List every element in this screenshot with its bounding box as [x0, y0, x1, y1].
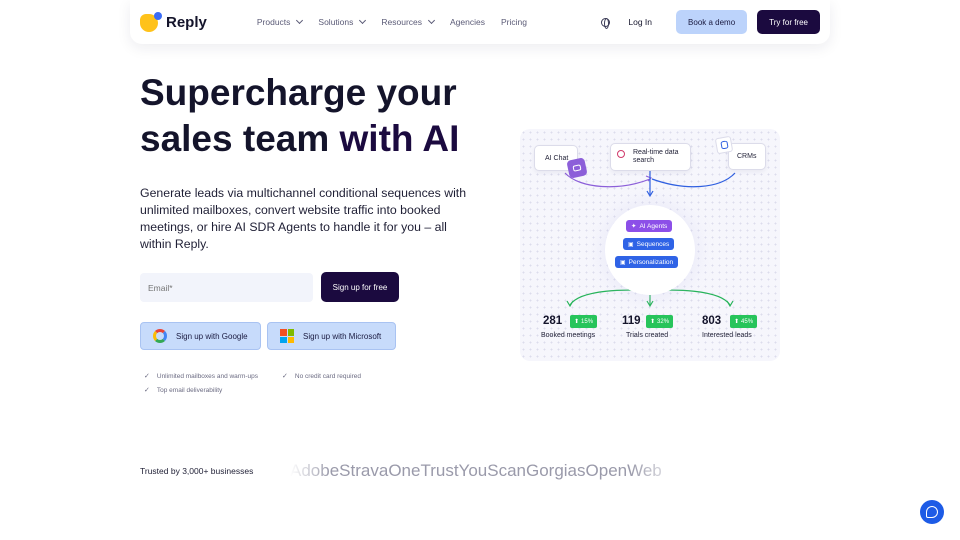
tag-label: Personalization	[628, 258, 674, 266]
reply-logo-icon	[140, 12, 162, 32]
signup-button[interactable]: Sign up for free	[321, 272, 399, 302]
nav-products[interactable]: Products	[256, 16, 304, 27]
user-icon: ▣	[620, 259, 626, 266]
microsoft-signup-button[interactable]: Sign up with Microsoft	[267, 322, 396, 350]
google-signup-label: Sign up with Google	[176, 331, 248, 341]
nav-resources-label: Resources	[381, 17, 423, 27]
email-input[interactable]	[140, 273, 313, 302]
try-free-button[interactable]: Try for free	[757, 10, 820, 34]
title-line-1: Supercharge your	[140, 72, 457, 113]
check-icon: ✓	[282, 373, 288, 380]
logo-one: One	[388, 461, 421, 480]
stat-value: 803	[702, 315, 722, 327]
stat-change-badge: ⬆15%	[570, 315, 598, 328]
google-icon	[153, 329, 167, 343]
check-icon: ✓	[144, 373, 150, 380]
logo-adobe: Adobe	[290, 461, 340, 480]
logo-strava: Strava	[339, 461, 389, 480]
hero-subtitle: Generate leads via multichannel conditio…	[140, 186, 467, 251]
lock-icon: ▣	[628, 241, 634, 248]
nav-solutions-label: Solutions	[318, 17, 354, 27]
source-label: CRMs	[737, 153, 757, 160]
title-line-2: sales team	[140, 118, 340, 159]
brand-name: Reply	[166, 13, 207, 31]
book-demo-button[interactable]: Book a demo	[676, 10, 748, 34]
login-link[interactable]: Log In	[628, 17, 653, 27]
stat-change: 45%	[741, 318, 754, 325]
chat-widget-button[interactable]	[920, 500, 944, 524]
stat-change: 15%	[581, 318, 594, 325]
tag-label: AI Agents	[639, 222, 668, 230]
globe-icon[interactable]	[601, 17, 611, 29]
sparkle-icon: ✦	[631, 223, 637, 230]
nav-resources[interactable]: Resources	[381, 16, 436, 27]
feature-item: ✓ No credit card required	[282, 372, 361, 381]
tag-personalization: ▣Personalization	[615, 256, 679, 268]
feature-label: Unlimited mailboxes and warm-ups	[156, 372, 259, 380]
feature-label: Top email deliverability	[156, 386, 223, 394]
arrow-up-icon: ⬆	[734, 319, 740, 325]
tag-sequences: ▣Sequences	[623, 238, 675, 250]
feature-item: ✓ Unlimited mailboxes and warm-ups	[144, 372, 259, 381]
feature-item: ✓ Top email deliverability	[144, 386, 223, 395]
stat-label: Interested leads	[702, 332, 752, 339]
logo-openweb: OpenWeb	[585, 461, 662, 480]
nav-pricing[interactable]: Pricing	[501, 17, 527, 27]
nav-pricing-label: Pricing	[500, 17, 527, 27]
logo-scan: Scan	[487, 461, 526, 480]
stat-change-badge: ⬆45%	[730, 315, 758, 328]
engine-circle	[605, 205, 695, 295]
tag-label: Sequences	[636, 240, 670, 248]
nav-solutions[interactable]: Solutions	[318, 16, 367, 27]
trusted-by-label: Trusted by 3,000+ businesses	[140, 466, 254, 476]
logo-trustyou: TrustYou	[420, 461, 488, 480]
stat-label: Trials created	[626, 332, 669, 339]
top-nav: Reply Products Solutions Resources Agenc…	[130, 0, 830, 44]
page-title: Supercharge your sales team with AI	[140, 70, 480, 162]
stat-change-badge: ⬆32%	[646, 315, 674, 328]
database-icon	[714, 135, 734, 155]
arrow-up-icon: ⬆	[574, 319, 580, 325]
source-realtime-search: Real-time data search	[610, 143, 691, 171]
check-icon: ✓	[144, 387, 150, 394]
customer-logos: Adobe Strava One TrustYou Scan Gorgias O…	[290, 458, 685, 484]
search-icon	[617, 150, 625, 158]
microsoft-signup-label: Sign up with Microsoft	[303, 331, 382, 341]
stat-value: 281	[543, 315, 563, 327]
source-crms: CRMs	[728, 143, 766, 170]
chat-bubble-icon	[566, 157, 588, 179]
google-signup-button[interactable]: Sign up with Google	[140, 322, 261, 350]
feature-label: No credit card required	[294, 372, 361, 380]
chevron-down-icon	[296, 16, 304, 25]
stat-label: Booked meetings	[541, 332, 596, 339]
brand-logo[interactable]: Reply	[140, 12, 207, 32]
title-highlight: with AI	[339, 118, 460, 159]
nav-actions: Log In Book a demo Try for free	[601, 10, 820, 34]
source-label: Real-time data search	[633, 149, 679, 164]
nav-agencies-label: Agencies	[450, 17, 485, 27]
logo-gorgias: Gorgias	[525, 461, 586, 480]
tag-ai-agents: ✦AI Agents	[626, 220, 673, 232]
chevron-down-icon	[427, 16, 436, 25]
stat-value: 119	[622, 315, 641, 327]
nav-agencies[interactable]: Agencies	[450, 17, 485, 27]
nav-links: Products Solutions Resources Agencies Pr…	[256, 16, 527, 27]
nav-products-label: Products	[256, 17, 291, 27]
arrow-up-icon: ⬆	[650, 319, 656, 325]
microsoft-icon	[280, 329, 294, 343]
source-label: AI Chat	[545, 154, 569, 162]
stat-change: 32%	[657, 318, 670, 325]
chevron-down-icon	[359, 16, 367, 25]
